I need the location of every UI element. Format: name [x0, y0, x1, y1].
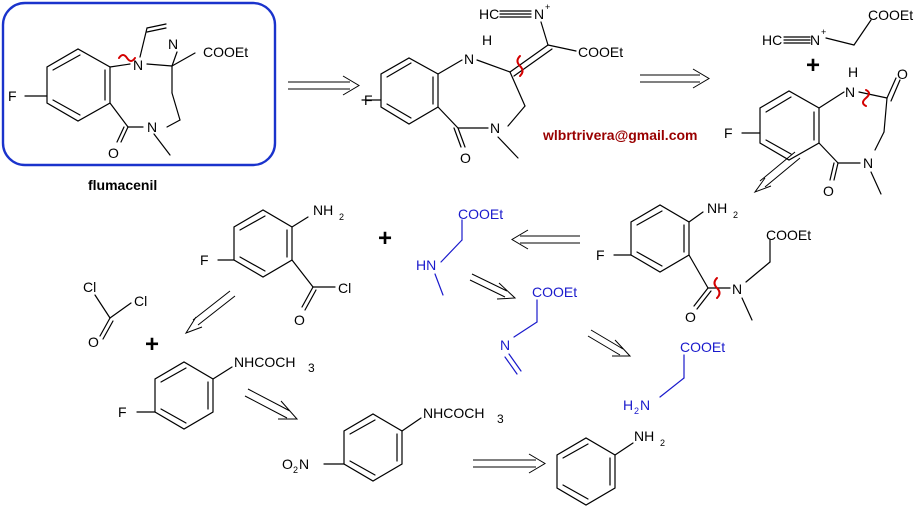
- svg-text:Cl: Cl: [338, 280, 351, 296]
- svg-text:F: F: [596, 247, 605, 263]
- ester-label: COOEt: [203, 44, 248, 60]
- author-email: wlbrtrivera@gmail.com: [542, 127, 697, 143]
- intermediate-isocyano-enamine: F N H N O COOEt N + HC: [361, 2, 623, 166]
- fluoroacetanilide: F NHCOCH 3: [118, 354, 315, 430]
- disconnection-mark-3: [862, 89, 870, 107]
- svg-text:N: N: [299, 456, 309, 472]
- retro-arrow-3: [753, 151, 801, 194]
- svg-text:Cl: Cl: [134, 293, 147, 309]
- retro-arrow-4: [511, 229, 580, 250]
- svg-text:COOEt: COOEt: [458, 206, 503, 222]
- nitroacetanilide: O 2 N NHCOCH 3: [282, 405, 504, 482]
- retro-arrow-5: [184, 290, 236, 334]
- benzene-ring: [46, 48, 111, 122]
- disconnection-mark-2: [516, 55, 524, 77]
- svg-text:H: H: [623, 397, 633, 413]
- sarcosine-ethyl-ester: HN COOEt: [416, 206, 503, 296]
- plus-sign-3: +: [145, 331, 159, 358]
- svg-text:+: +: [545, 2, 550, 12]
- retro-arrow-7: [587, 329, 632, 357]
- svg-text:HN: HN: [416, 257, 436, 273]
- retro-arrow-1: [288, 75, 360, 96]
- plus-sign-1: +: [806, 52, 820, 79]
- svg-text:F: F: [118, 404, 127, 420]
- svg-text:N: N: [810, 32, 820, 48]
- aniline: NH 2: [556, 428, 665, 506]
- svg-text:O: O: [685, 309, 696, 325]
- svg-text:3: 3: [497, 412, 504, 426]
- svg-text:F: F: [724, 125, 733, 141]
- disconnection-mark: [118, 54, 136, 62]
- h-label: H: [482, 32, 492, 48]
- flumazenil-structure: F N N O N COOEt: [8, 23, 248, 161]
- plus-sign-2: +: [378, 225, 392, 252]
- svg-text:2: 2: [634, 406, 639, 416]
- svg-text:N: N: [732, 281, 742, 297]
- svg-text:NH: NH: [707, 200, 727, 216]
- svg-text:3: 3: [308, 361, 315, 375]
- svg-text:H: H: [848, 64, 858, 80]
- svg-text:COOEt: COOEt: [532, 284, 577, 300]
- target-label: flumacenil: [88, 177, 157, 193]
- nh-label: N: [464, 51, 474, 67]
- svg-text:O: O: [897, 66, 908, 82]
- ester-label-2: COOEt: [578, 44, 623, 60]
- svg-text:NHCOCH: NHCOCH: [423, 405, 484, 421]
- svg-text:COOEt: COOEt: [680, 339, 725, 355]
- svg-text:N: N: [640, 397, 650, 413]
- carbonyl-o-label: O: [108, 145, 119, 161]
- svg-text:N: N: [845, 84, 855, 100]
- svg-text:F: F: [200, 252, 209, 268]
- svg-text:O: O: [88, 334, 99, 350]
- svg-text:NH: NH: [634, 428, 654, 444]
- retro-arrow-9: [473, 453, 546, 474]
- ethyl-isocyanoacetate: HC N + COOEt: [762, 7, 913, 48]
- svg-text:N: N: [863, 155, 873, 171]
- svg-text:HC: HC: [762, 32, 782, 48]
- amino-benzamide: F NH 2 O N COOEt: [596, 200, 811, 325]
- o-label-2: O: [460, 150, 471, 166]
- hc-label: HC: [479, 6, 499, 22]
- svg-text:2: 2: [733, 210, 738, 220]
- retro-arrow-8: [244, 388, 299, 420]
- svg-text:+: +: [821, 27, 826, 37]
- target-box: [1, 1, 277, 167]
- svg-text:O: O: [823, 183, 834, 199]
- imine-ester: COOEt N: [500, 284, 577, 375]
- svg-text:COOEt: COOEt: [868, 7, 913, 23]
- svg-text:O: O: [282, 456, 293, 472]
- amino-fluorobenzoyl-chloride: F NH 2 O Cl: [200, 202, 351, 328]
- glycine-ethyl-ester: COOEt H 2 N: [623, 339, 725, 416]
- n-plus-label: N: [534, 6, 544, 22]
- n-label-3: N: [490, 120, 500, 136]
- svg-text:NHCOCH: NHCOCH: [234, 354, 295, 370]
- n-label: N: [133, 57, 143, 73]
- fluoro-label: F: [8, 88, 17, 104]
- disconnection-mark-4: [713, 277, 721, 299]
- svg-text:2: 2: [339, 212, 344, 222]
- svg-text:NH: NH: [313, 202, 333, 218]
- svg-text:O: O: [294, 312, 305, 328]
- retro-arrow-6: [469, 273, 517, 300]
- svg-text:2: 2: [660, 438, 665, 448]
- phosgene: Cl Cl O: [83, 279, 147, 350]
- imidazole-n-label: N: [168, 36, 178, 52]
- svg-text:N: N: [500, 337, 510, 353]
- retro-arrow-2: [640, 68, 710, 89]
- n-methyl-label: N: [147, 119, 157, 135]
- svg-text:Cl: Cl: [83, 279, 96, 295]
- svg-text:2: 2: [293, 465, 298, 475]
- fluoro-label-2: F: [364, 92, 373, 108]
- benzodiazepinedione: F N H O N O: [724, 64, 908, 199]
- svg-text:COOEt: COOEt: [766, 227, 811, 243]
